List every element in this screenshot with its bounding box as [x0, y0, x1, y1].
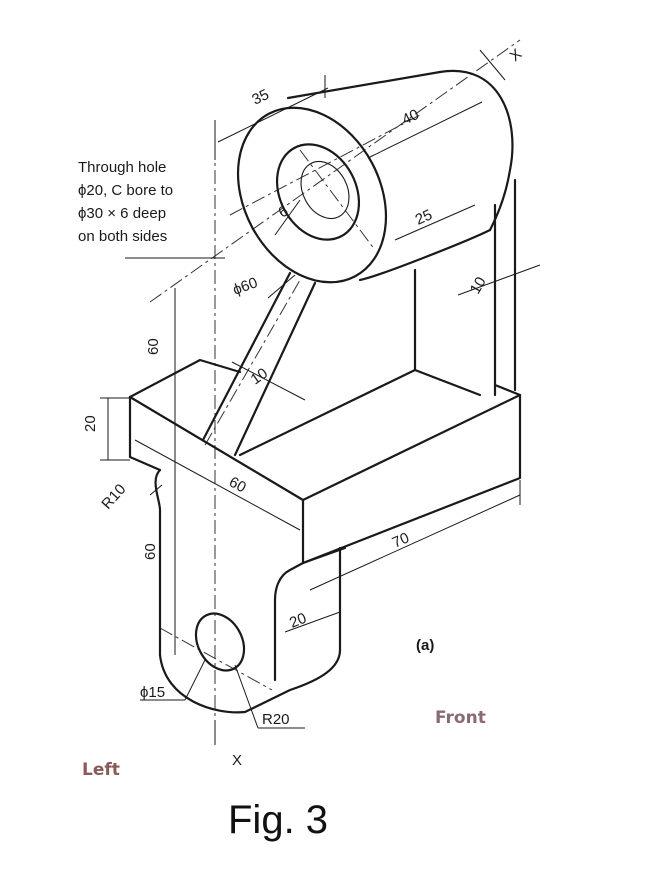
dim-6: 6: [276, 203, 292, 222]
dim-10-rib: 10: [248, 365, 271, 388]
dim-25: 25: [413, 206, 435, 228]
dim-60-base: 60: [226, 474, 249, 497]
boss-cylinder: [236, 69, 514, 284]
note-line-1: Through hole: [78, 159, 166, 176]
view-label-left: Left: [82, 760, 120, 780]
view-label-front: Front: [435, 708, 486, 728]
dim-r20: R20: [262, 711, 290, 728]
section-mark-bottom: X: [232, 752, 242, 769]
section-mark-top: X: [507, 46, 526, 65]
note-line-4: on both sides: [78, 228, 167, 245]
lower-arm: [154, 468, 342, 714]
dim-60-upper: 60: [145, 338, 162, 355]
dim-r10: R10: [98, 481, 129, 513]
dim-20-front: 20: [287, 610, 309, 632]
dim-60-lower: 60: [142, 543, 159, 560]
back-web: [238, 178, 517, 457]
dim-10-web: 10: [467, 274, 490, 297]
dim-40: 40: [399, 106, 421, 129]
sub-label: (a): [416, 637, 434, 654]
hole-note: Through hole ϕ20, C bore to ϕ30 × 6 deep…: [78, 159, 173, 245]
note-line-2: ϕ20, C bore to: [78, 182, 173, 199]
figure-caption: Fig. 3: [228, 798, 328, 842]
dim-phi15: ϕ15: [140, 684, 165, 701]
dim-35: 35: [249, 86, 271, 109]
dim-70: 70: [390, 529, 412, 551]
note-line-3: ϕ30 × 6 deep: [78, 205, 166, 222]
base-block: [128, 358, 522, 565]
diagonal-rib: [201, 271, 317, 457]
dimension-texts: 35 40 25 6 10 10 ϕ60 60 20 60 R10 60 70 …: [82, 86, 490, 728]
dim-20-left: 20: [82, 415, 99, 432]
center-lines: [149, 39, 521, 745]
dimension-lines: [100, 49, 541, 745]
dim-phi60: ϕ60: [231, 274, 260, 299]
